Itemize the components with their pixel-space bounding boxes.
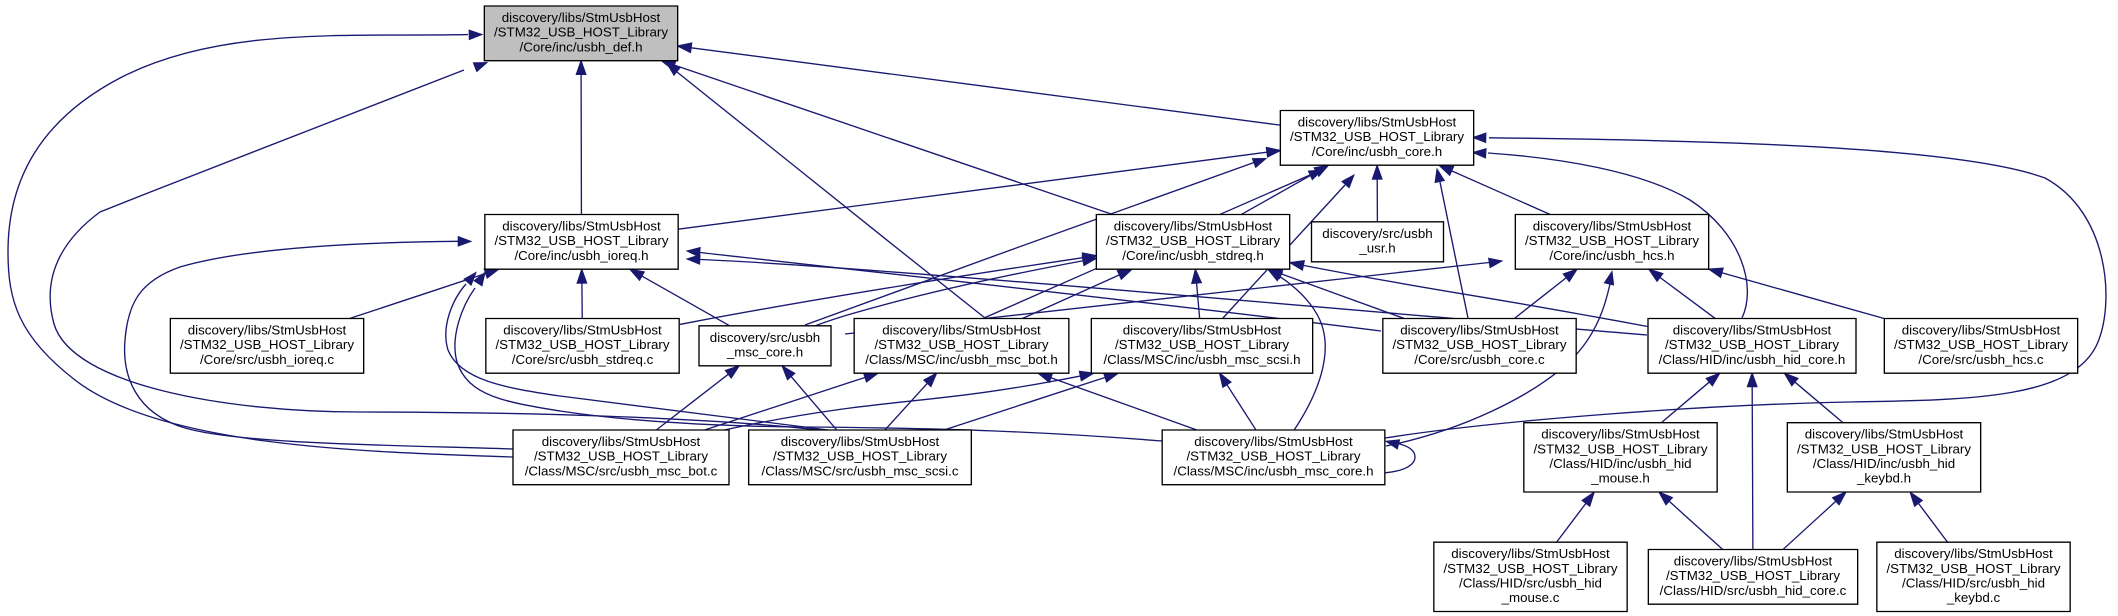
svg-text:/Core/inc/usbh_core.h: /Core/inc/usbh_core.h — [1312, 144, 1442, 159]
svg-text:_mouse.h: _mouse.h — [1590, 471, 1650, 486]
svg-text:discovery/libs/StmUsbHost: discovery/libs/StmUsbHost — [542, 434, 701, 449]
svg-text:discovery/libs/StmUsbHost: discovery/libs/StmUsbHost — [502, 10, 661, 25]
svg-text:_mouse.c: _mouse.c — [1501, 590, 1560, 605]
svg-text:_msc_core.h: _msc_core.h — [726, 344, 803, 359]
svg-text:/Class/HID/src/usbh_hid_core.c: /Class/HID/src/usbh_hid_core.c — [1660, 583, 1847, 598]
svg-text:discovery/libs/StmUsbHost: discovery/libs/StmUsbHost — [502, 218, 661, 233]
svg-text:/Class/MSC/src/usbh_msc_bot.c: /Class/MSC/src/usbh_msc_bot.c — [525, 463, 718, 478]
svg-text:discovery/libs/StmUsbHost: discovery/libs/StmUsbHost — [781, 434, 940, 449]
svg-text:/STM32_USB_HOST_Library: /STM32_USB_HOST_Library — [1665, 337, 1839, 352]
svg-text:/STM32_USB_HOST_Library: /STM32_USB_HOST_Library — [1186, 449, 1360, 464]
svg-text:discovery/libs/StmUsbHost: discovery/libs/StmUsbHost — [1123, 322, 1282, 337]
svg-text:discovery/libs/StmUsbHost: discovery/libs/StmUsbHost — [1400, 322, 1559, 337]
svg-text:/STM32_USB_HOST_Library: /STM32_USB_HOST_Library — [773, 449, 947, 464]
svg-text:/Core/src/usbh_ioreq.c: /Core/src/usbh_ioreq.c — [200, 352, 334, 367]
svg-text:/STM32_USB_HOST_Library: /STM32_USB_HOST_Library — [1533, 441, 1707, 456]
svg-text:/Class/MSC/src/usbh_msc_scsi.c: /Class/MSC/src/usbh_msc_scsi.c — [761, 463, 958, 478]
svg-text:/STM32_USB_HOST_Library: /STM32_USB_HOST_Library — [495, 337, 669, 352]
svg-text:discovery/libs/StmUsbHost: discovery/libs/StmUsbHost — [1902, 322, 2061, 337]
svg-text:/STM32_USB_HOST_Library: /STM32_USB_HOST_Library — [1666, 568, 1840, 583]
svg-text:/Class/HID/src/usbh_hid: /Class/HID/src/usbh_hid — [1902, 575, 2045, 590]
svg-text:/STM32_USB_HOST_Library: /STM32_USB_HOST_Library — [1106, 233, 1280, 248]
svg-text:/STM32_USB_HOST_Library: /STM32_USB_HOST_Library — [180, 337, 354, 352]
svg-text:discovery/libs/StmUsbHost: discovery/libs/StmUsbHost — [882, 322, 1041, 337]
svg-text:/Class/MSC/inc/usbh_msc_bot.h: /Class/MSC/inc/usbh_msc_bot.h — [865, 352, 1058, 367]
svg-text:/Core/inc/usbh_stdreq.h: /Core/inc/usbh_stdreq.h — [1122, 248, 1264, 263]
svg-text:/STM32_USB_HOST_Library: /STM32_USB_HOST_Library — [1392, 337, 1566, 352]
svg-text:discovery/src/usbh: discovery/src/usbh — [1322, 226, 1432, 241]
svg-text:_keybd.h: _keybd.h — [1856, 471, 1911, 486]
svg-text:/Core/src/usbh_hcs.c: /Core/src/usbh_hcs.c — [1918, 352, 2044, 367]
svg-text:discovery/libs/StmUsbHost: discovery/libs/StmUsbHost — [1298, 114, 1457, 129]
svg-text:/Core/src/usbh_stdreq.c: /Core/src/usbh_stdreq.c — [512, 352, 654, 367]
svg-text:/STM32_USB_HOST_Library: /STM32_USB_HOST_Library — [494, 233, 668, 248]
svg-text:/STM32_USB_HOST_Library: /STM32_USB_HOST_Library — [1443, 561, 1617, 576]
svg-text:/Class/MSC/inc/usbh_msc_core.h: /Class/MSC/inc/usbh_msc_core.h — [1174, 463, 1374, 478]
svg-text:/STM32_USB_HOST_Library: /STM32_USB_HOST_Library — [1525, 233, 1699, 248]
svg-text:/STM32_USB_HOST_Library: /STM32_USB_HOST_Library — [1115, 337, 1289, 352]
svg-text:/STM32_USB_HOST_Library: /STM32_USB_HOST_Library — [874, 337, 1048, 352]
svg-text:discovery/libs/StmUsbHost: discovery/libs/StmUsbHost — [1114, 218, 1273, 233]
svg-text:/STM32_USB_HOST_Library: /STM32_USB_HOST_Library — [1290, 129, 1464, 144]
svg-text:/Class/HID/src/usbh_hid: /Class/HID/src/usbh_hid — [1459, 575, 1602, 590]
svg-text:/Core/inc/usbh_ioreq.h: /Core/inc/usbh_ioreq.h — [514, 248, 648, 263]
svg-text:discovery/libs/StmUsbHost: discovery/libs/StmUsbHost — [503, 322, 662, 337]
svg-text:_usr.h: _usr.h — [1358, 240, 1395, 255]
svg-text:discovery/libs/StmUsbHost: discovery/libs/StmUsbHost — [188, 322, 347, 337]
svg-text:/STM32_USB_HOST_Library: /STM32_USB_HOST_Library — [1797, 441, 1971, 456]
svg-text:discovery/src/usbh: discovery/src/usbh — [710, 330, 820, 345]
svg-text:/STM32_USB_HOST_Library: /STM32_USB_HOST_Library — [534, 449, 708, 464]
svg-text:discovery/libs/StmUsbHost: discovery/libs/StmUsbHost — [1673, 322, 1832, 337]
svg-text:/STM32_USB_HOST_Library: /STM32_USB_HOST_Library — [494, 25, 668, 40]
svg-text:discovery/libs/StmUsbHost: discovery/libs/StmUsbHost — [1894, 546, 2053, 561]
svg-text:discovery/libs/StmUsbHost: discovery/libs/StmUsbHost — [1541, 427, 1700, 442]
svg-text:discovery/libs/StmUsbHost: discovery/libs/StmUsbHost — [1805, 427, 1964, 442]
svg-text:_keybd.c: _keybd.c — [1946, 590, 2001, 605]
svg-text:/Core/inc/usbh_def.h: /Core/inc/usbh_def.h — [520, 39, 643, 54]
svg-text:discovery/libs/StmUsbHost: discovery/libs/StmUsbHost — [1451, 546, 1610, 561]
svg-text:/Class/MSC/inc/usbh_msc_scsi.h: /Class/MSC/inc/usbh_msc_scsi.h — [1103, 352, 1300, 367]
svg-text:/Class/HID/inc/usbh_hid: /Class/HID/inc/usbh_hid — [1813, 456, 1955, 471]
svg-text:discovery/libs/StmUsbHost: discovery/libs/StmUsbHost — [1533, 218, 1692, 233]
svg-text:/Core/src/usbh_core.c: /Core/src/usbh_core.c — [1414, 352, 1545, 367]
svg-text:/Core/inc/usbh_hcs.h: /Core/inc/usbh_hcs.h — [1549, 248, 1674, 263]
svg-text:discovery/libs/StmUsbHost: discovery/libs/StmUsbHost — [1194, 434, 1353, 449]
svg-text:/STM32_USB_HOST_Library: /STM32_USB_HOST_Library — [1894, 337, 2068, 352]
svg-text:/Class/HID/inc/usbh_hid_core.h: /Class/HID/inc/usbh_hid_core.h — [1659, 352, 1846, 367]
svg-text:/STM32_USB_HOST_Library: /STM32_USB_HOST_Library — [1886, 561, 2060, 576]
svg-text:/Class/HID/inc/usbh_hid: /Class/HID/inc/usbh_hid — [1549, 456, 1691, 471]
svg-text:discovery/libs/StmUsbHost: discovery/libs/StmUsbHost — [1674, 553, 1833, 568]
